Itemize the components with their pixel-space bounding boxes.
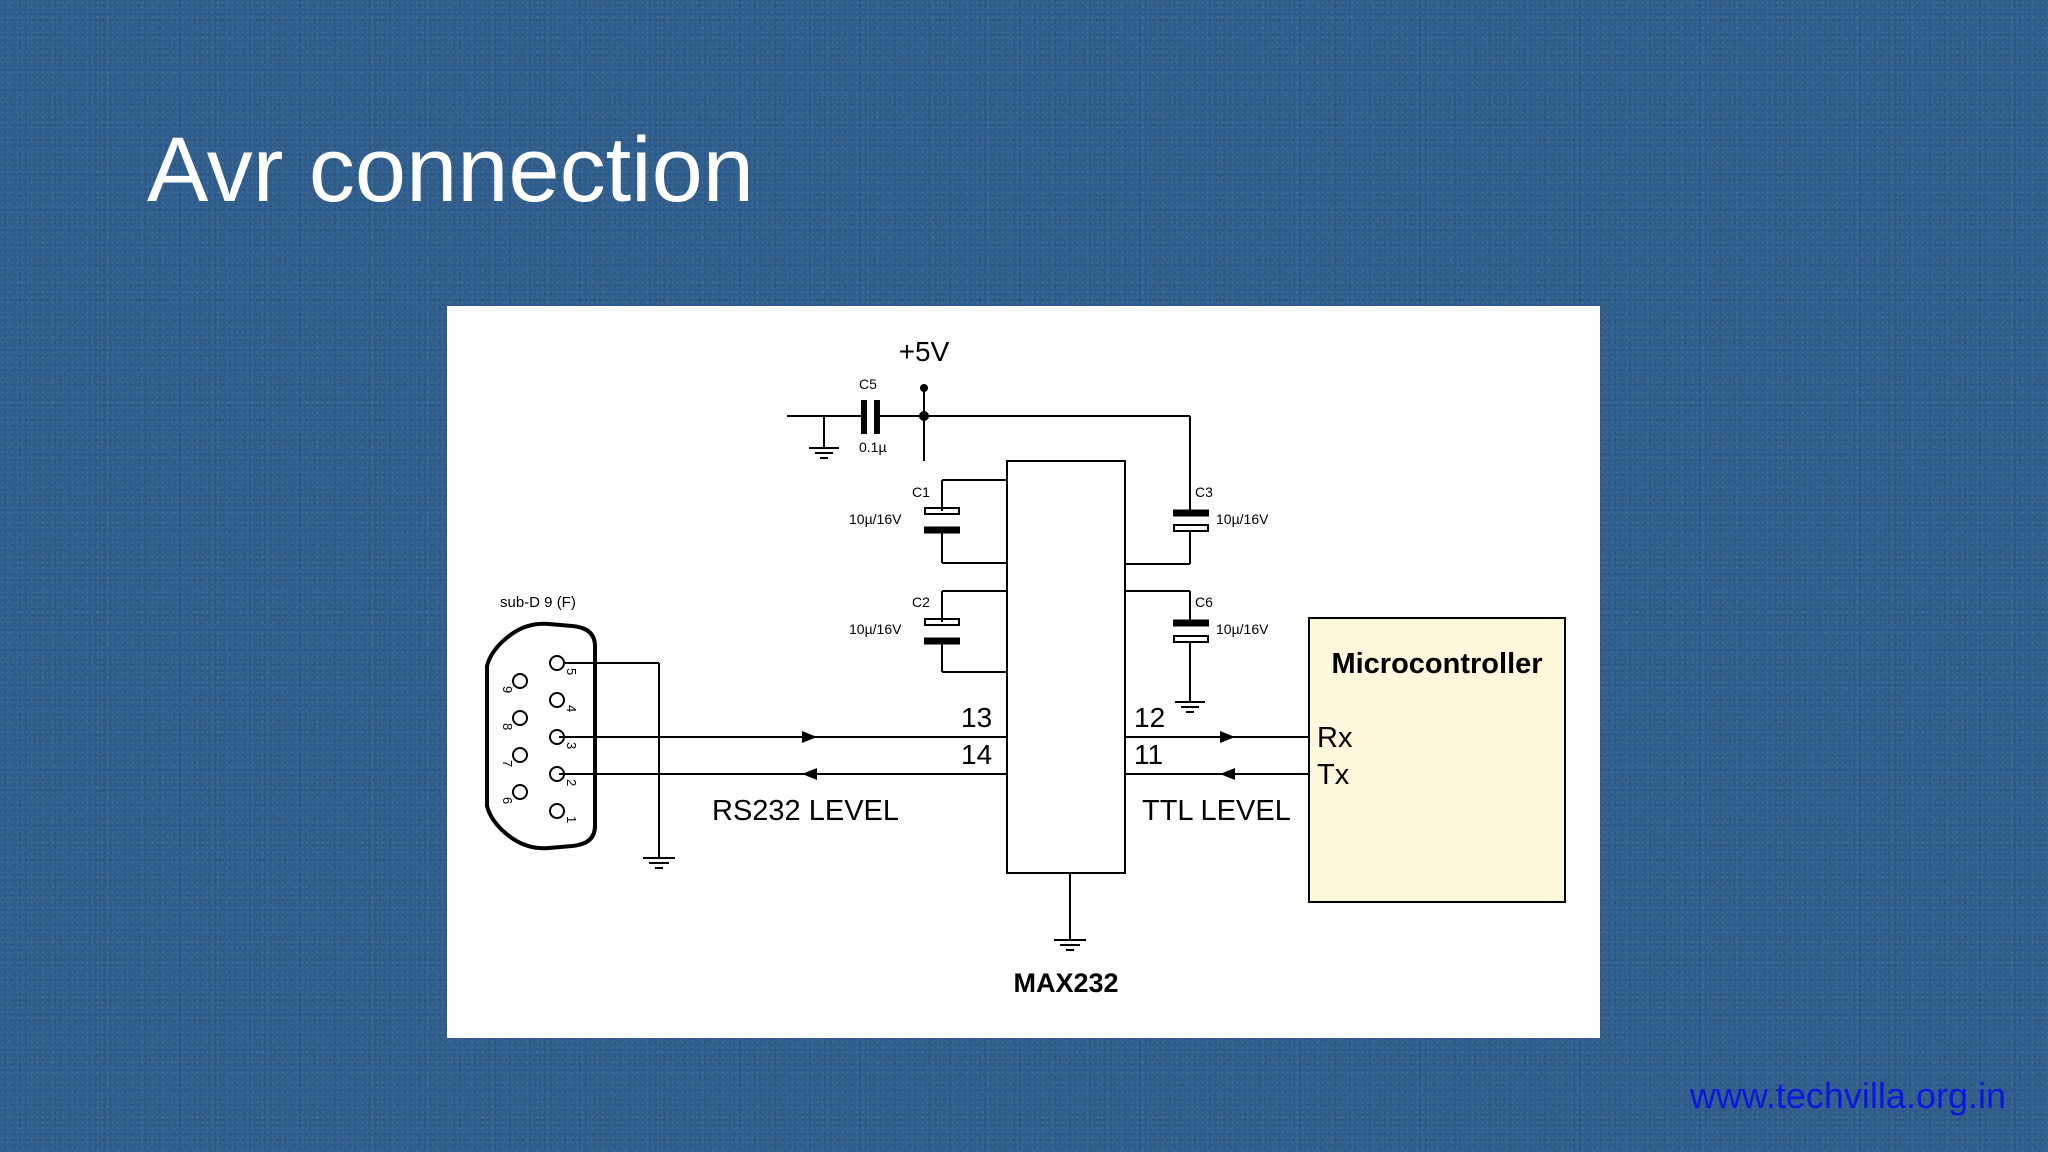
ttl-level-label: TTL LEVEL [1142,795,1291,827]
db9-num-3: 3 [564,742,579,749]
c2-plate-top [924,618,960,626]
c1-value: 10µ/16V [849,511,902,527]
c3-plate-bottom [1173,524,1209,532]
db9-pin-1 [549,803,565,819]
max232-chip [1006,460,1126,874]
db9-pin-8 [512,710,528,726]
db9-num-4: 4 [564,705,579,712]
chip-label: MAX232 [1013,968,1118,998]
rs232-level-label: RS232 LEVEL [712,795,899,827]
c2-name: C2 [912,594,930,610]
connector-label: sub-D 9 (F) [500,594,576,611]
c5-value: 0.1µ [859,439,887,455]
pin-11-label: 11 [1134,739,1163,770]
rs232-arrow-13 [802,731,817,743]
db9-pin-2 [549,766,565,782]
db9-pin-6 [512,784,528,800]
slide-title: Avr connection [147,119,754,221]
mcu-rx-label: Rx [1317,722,1353,754]
db9-pin-4 [549,692,565,708]
db9-num-8: 8 [500,723,515,730]
ttl-arrow-11 [1220,768,1235,780]
c6-plate-bottom [1173,635,1209,643]
c1-plate-top [924,507,960,515]
supply-label: +5V [899,336,950,367]
db9-pin-5 [549,655,565,671]
db9-num-6: 6 [500,797,515,804]
c6-value: 10µ/16V [1216,621,1269,637]
c6-name: C6 [1195,594,1213,610]
c1-name: C1 [912,484,930,500]
db9-pin-9 [512,673,528,689]
db9-num-5: 5 [564,668,579,675]
c5-name: C5 [859,376,877,392]
pin-14-label: 14 [961,739,992,770]
pin-12-label: 12 [1134,702,1165,733]
mcu-label: Microcontroller [1331,648,1542,680]
c2-value: 10µ/16V [849,621,902,637]
pin-13-label: 13 [961,702,992,733]
db9-num-1: 1 [564,816,579,823]
db9-num-2: 2 [564,779,579,786]
rs232-arrow-14 [802,768,817,780]
db9-pin-3 [549,729,565,745]
footer-website-link[interactable]: www.techvilla.org.in [1689,1075,2006,1116]
db9-num-9: 9 [500,686,515,693]
db9-pin-7 [512,747,528,763]
c3-name: C3 [1195,484,1213,500]
schematic-diagram: +5V C5 0.1µ C3 10µ/16V MAX232 [447,306,1600,1038]
schematic-svg: +5V C5 0.1µ C3 10µ/16V MAX232 [485,336,1566,998]
mcu-tx-label: Tx [1317,759,1350,791]
db9-connector-shell [485,621,597,851]
db9-num-7: 7 [500,760,515,767]
microcontroller-block [1308,617,1566,903]
ttl-arrow-12 [1220,731,1235,743]
c3-value: 10µ/16V [1216,511,1269,527]
